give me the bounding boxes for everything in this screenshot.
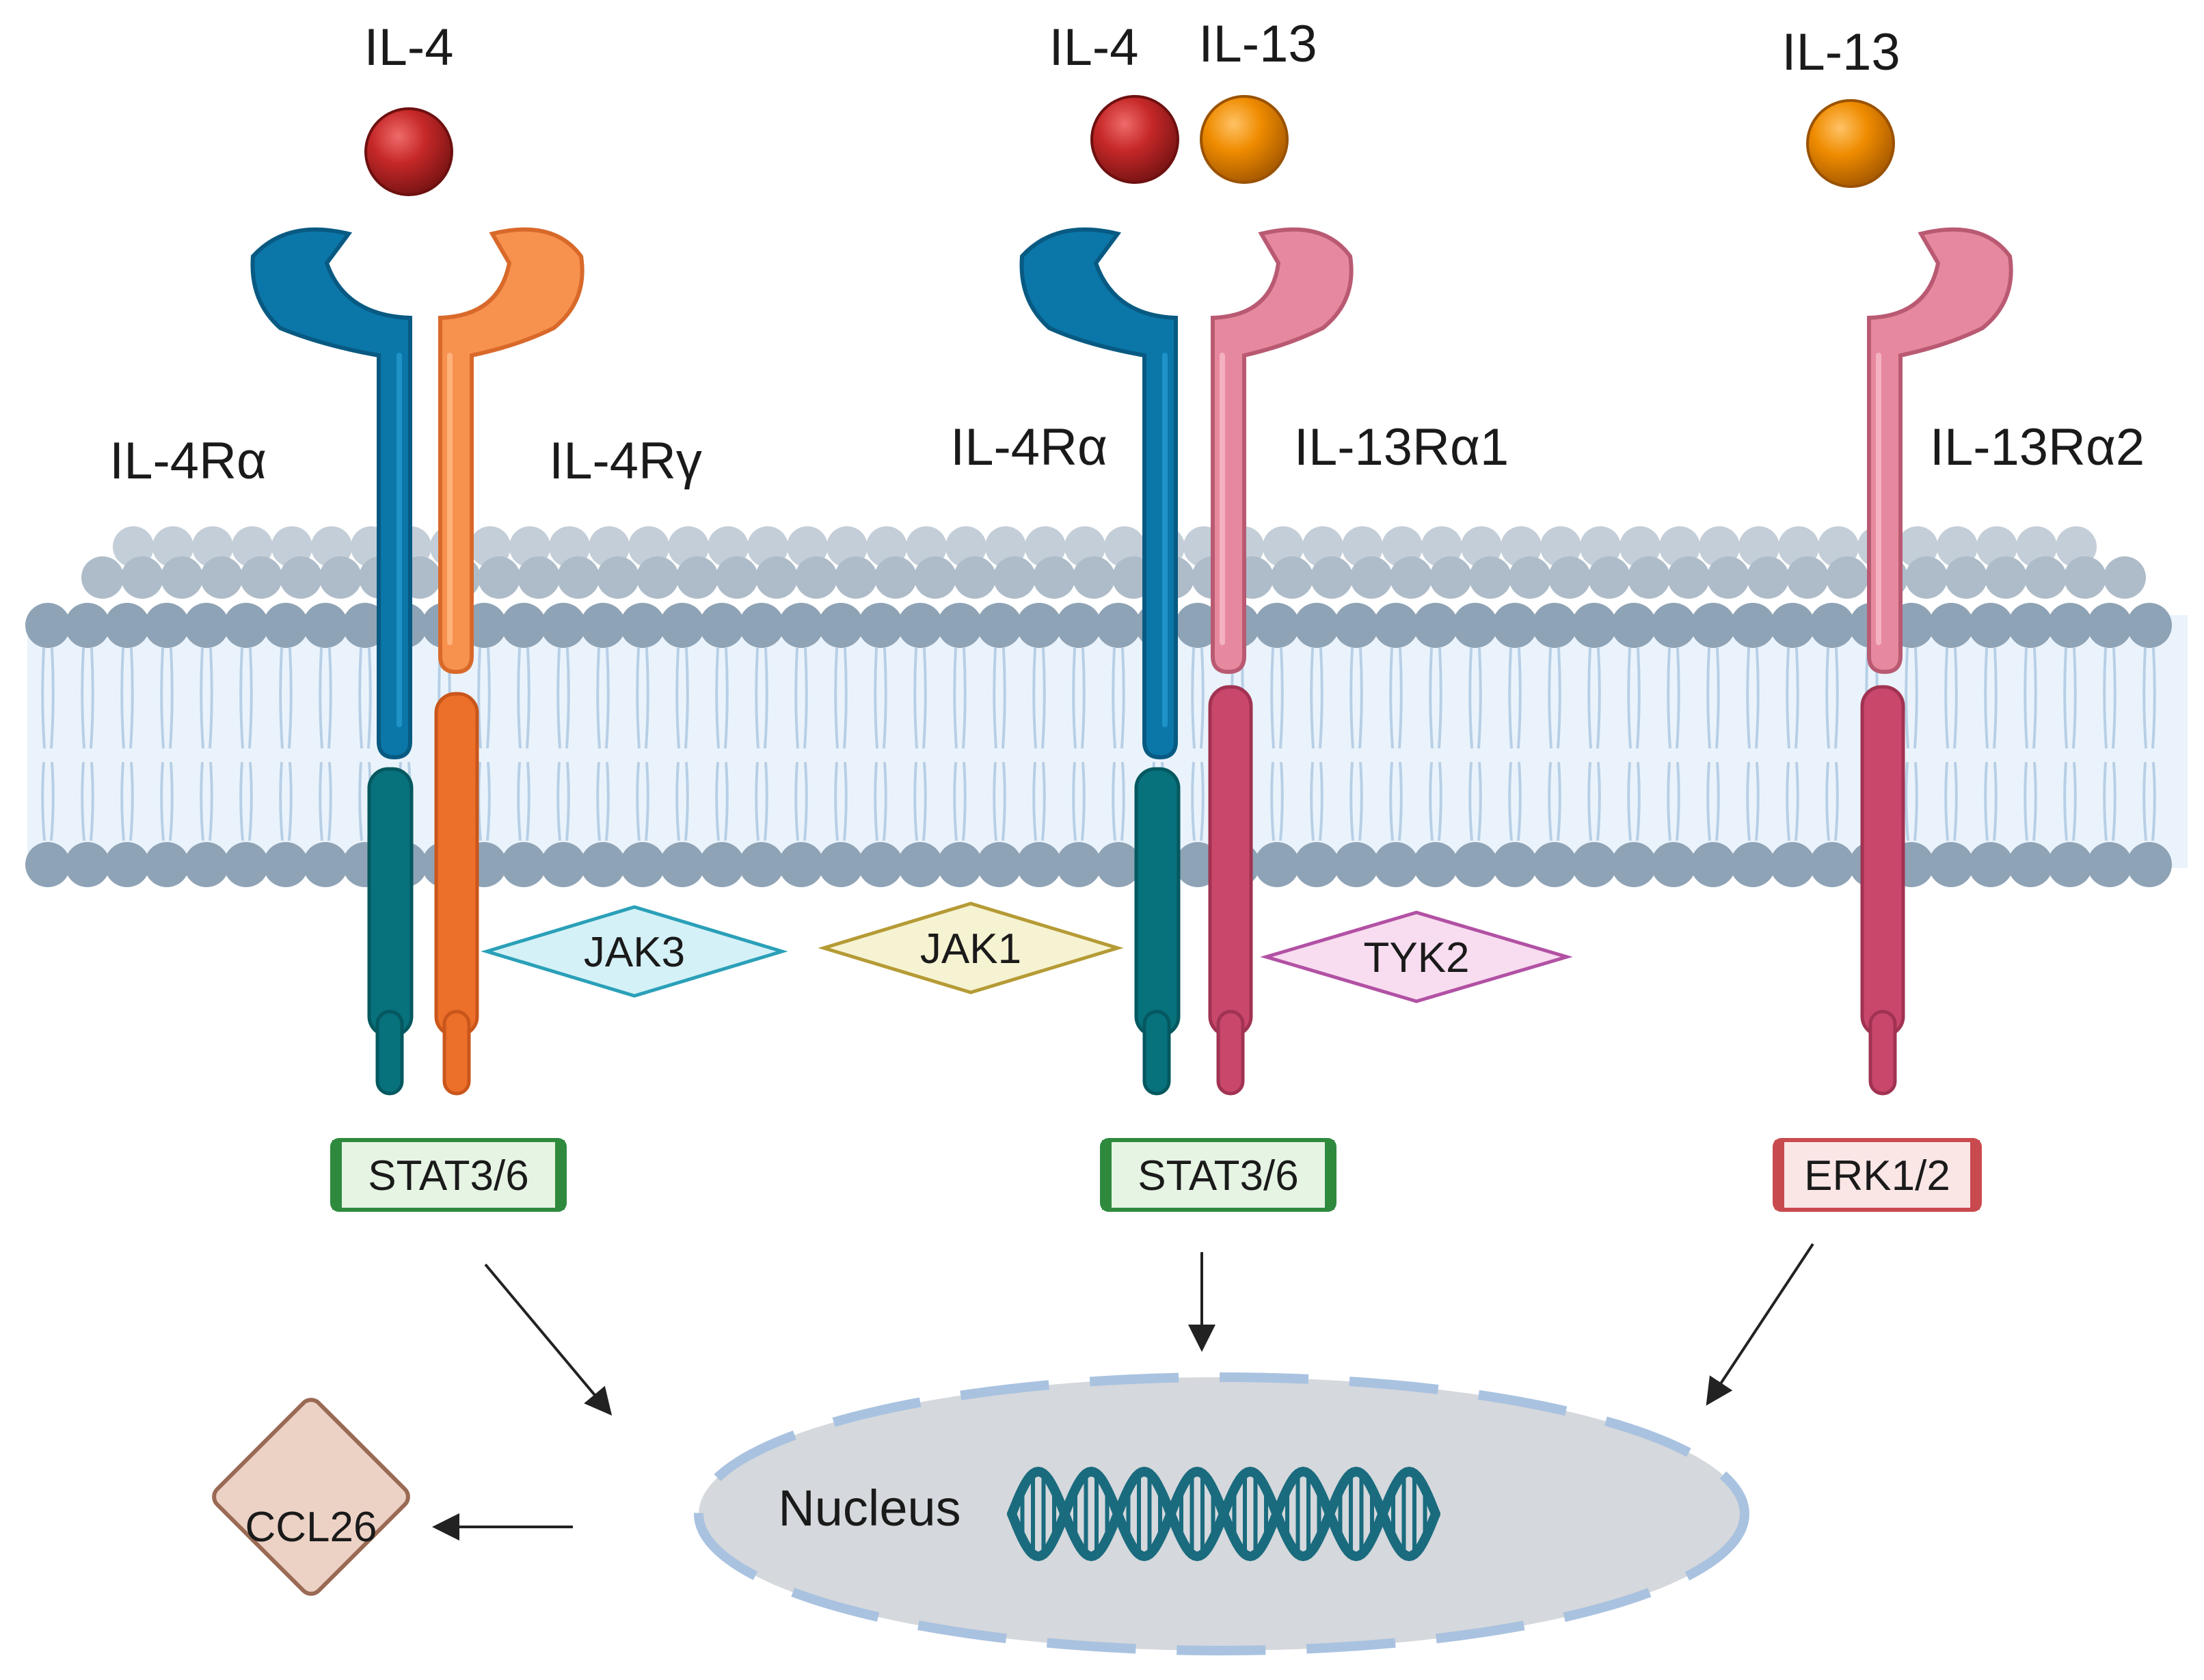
receptor-il4ra-left bbox=[250, 227, 414, 1096]
label-stat-middle: STAT3/6 bbox=[1138, 1152, 1298, 1200]
nuclear-envelope bbox=[694, 1372, 1749, 1655]
nucleus: Nucleus bbox=[694, 1372, 1749, 1655]
label-il4rg-left: IL-4Rγ bbox=[549, 432, 702, 490]
kinase-tyk2: TYK2 bbox=[1260, 910, 1573, 1003]
receptor-il4rg-left bbox=[434, 227, 584, 1096]
label-il13ra2-right: IL-13Rα2 bbox=[1930, 418, 2145, 476]
signal-erk: ERK1/2 bbox=[1773, 1138, 1982, 1212]
cell-membrane bbox=[25, 526, 2188, 887]
lipid-heads bbox=[25, 526, 2172, 887]
label-nucleus: Nucleus bbox=[778, 1480, 960, 1536]
arrow-stat-left-to-nucleus bbox=[484, 1263, 613, 1416]
label-il13ra1-middle: IL-13Rα1 bbox=[1294, 418, 1509, 476]
label-il4ra-middle: IL-4Rα bbox=[950, 418, 1107, 476]
kinase-jak1: JAK1 bbox=[818, 902, 1124, 994]
label-il13-right: IL-13 bbox=[1782, 23, 1900, 81]
label-stat-left: STAT3/6 bbox=[368, 1152, 528, 1200]
label-ccl26: CCL26 bbox=[245, 1504, 377, 1551]
output-ccl26: CCL26 bbox=[212, 1398, 410, 1596]
dna-helix-icon bbox=[1007, 1466, 1440, 1562]
il4-ligand-middle bbox=[1090, 95, 1179, 184]
label-il4-middle: IL-4 bbox=[1049, 18, 1139, 77]
receptor-il13ra2-right bbox=[1860, 227, 2013, 1096]
signal-stat-left: STAT3/6 bbox=[330, 1138, 567, 1212]
label-il4-left: IL-4 bbox=[364, 18, 454, 77]
label-il4ra-left: IL-4Rα bbox=[109, 432, 267, 490]
label-il13-middle: IL-13 bbox=[1198, 15, 1317, 73]
receptor-il13ra1-middle bbox=[1208, 227, 1354, 1096]
il13-ligand-right bbox=[1806, 99, 1895, 188]
label-erk: ERK1/2 bbox=[1804, 1152, 1950, 1200]
il13-ligand-middle bbox=[1200, 95, 1289, 184]
signal-stat-middle: STAT3/6 bbox=[1100, 1138, 1336, 1212]
kinase-jak3: JAK3 bbox=[481, 905, 788, 998]
il4-ligand-left bbox=[364, 107, 453, 196]
label-jak1: JAK1 bbox=[920, 925, 1021, 973]
receptor-il4ra-middle bbox=[1019, 227, 1181, 1096]
label-tyk2: TYK2 bbox=[1363, 934, 1469, 981]
label-jak3: JAK3 bbox=[584, 929, 685, 976]
arrow-erk-to-nucleus bbox=[1706, 1243, 1814, 1406]
